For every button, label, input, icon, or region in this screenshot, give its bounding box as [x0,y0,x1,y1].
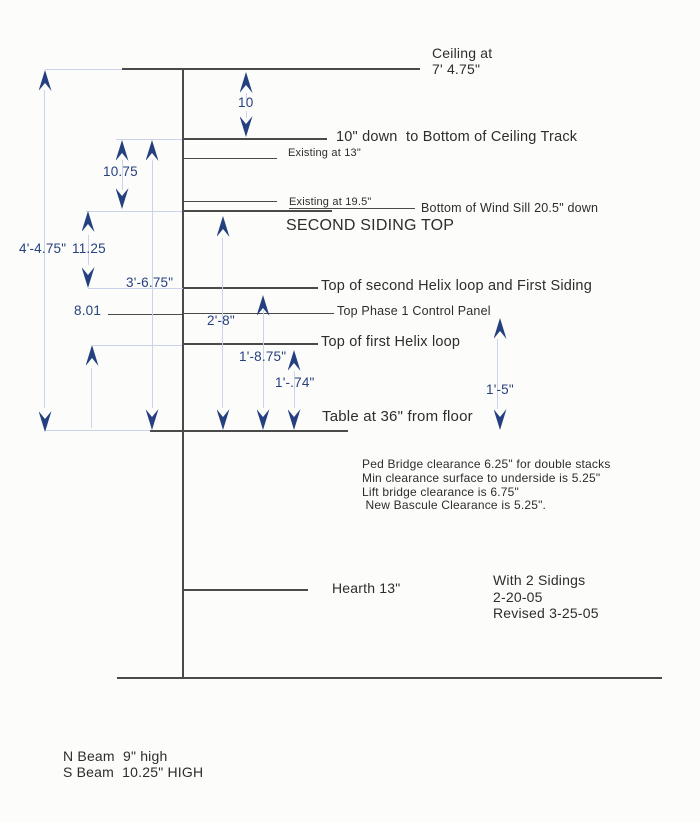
hearth-line [182,589,308,591]
existing-19-line [183,201,277,202]
arrow-28-top [216,216,230,237]
arrow-1125-bottom [81,267,95,288]
clearance-notes: Ped Bridge clearance 6.25" for double st… [362,457,611,513]
table-label: Table at 36" from floor [322,408,473,425]
guide-dim-15 [497,339,498,409]
dim-label-174: 1'-.74" [275,375,315,390]
guide-dim-174 [294,371,295,408]
first-helix-label: Top of first Helix loop [321,334,461,350]
arrow-15-top [493,318,507,339]
guide-dim-10-a [246,93,247,100]
guide-dim-801 [91,368,92,428]
arrow-15-bottom [493,409,507,430]
guide-dim-overall [44,90,45,408]
guide-dim-1125 [88,235,89,265]
dim-label-1875: 1'-8.75" [239,349,287,364]
table-line [150,430,348,432]
beam-notes: N Beam 9" high S Beam 10.25" HIGH [63,748,204,780]
guide-dim-3675 [152,160,153,408]
ceiling-track-label: 10" down to Bottom of Ceiling Track [336,129,578,145]
dim-label-3675: 3'-6.75" [126,275,174,290]
wind-sill-label: Bottom of Wind Sill 20.5" down [421,201,599,215]
guide-helix2-left [88,288,183,289]
dim-label-15: 1'-5" [486,382,514,397]
control-panel-label: Top Phase 1 Control Panel [337,304,491,318]
dim-label-overall: 4'-4.75" [19,241,67,256]
arrow-10-top [239,72,253,93]
ceiling-line [122,68,420,70]
dim-label-1075: 10.75 [103,164,138,179]
dim-8-01-leader-line [108,314,183,315]
arrow-overall-bottom [38,411,52,432]
dim-label-10: 10 [238,95,254,110]
second-siding-label: SECOND SIDING TOP [286,217,455,234]
guide-dim-10-b [246,111,247,118]
guide-dim-1075 [122,160,123,190]
ceiling-label: Ceiling at 7' 4.75" [432,45,493,77]
arrow-1875-bottom [256,409,270,430]
existing-13-line [183,158,277,159]
wind-sill-line [183,210,332,212]
arrow-174-top [287,350,301,371]
guide-table-left [45,430,150,431]
revision-block: With 2 Sidings 2-20-05 Revised 3-25-05 [493,572,599,621]
first-helix-line [183,343,318,345]
existing-13-label: Existing at 13" [288,147,361,159]
hearth-label: Hearth 13" [332,580,401,596]
guide-helix1-left [93,345,182,346]
dim-label-801: 8.01 [74,303,102,318]
guide-ceiling-left [45,69,122,70]
arrow-overall-top [38,70,52,91]
arrow-1075-top [115,140,129,161]
dim-label-28: 2'-8" [207,313,235,328]
guide-siding-left [86,211,182,212]
guide-dim-28 [222,238,223,408]
arrow-174-bottom [287,409,301,430]
wall-line [182,68,184,678]
arrow-1075-bottom [115,188,129,209]
floor-line [117,677,662,679]
second-helix-label: Top of second Helix loop and First Sidin… [321,278,592,294]
existing-19-label: Existing at 19.5" [289,196,372,208]
ceiling-track-line [183,138,327,140]
arrow-1125-top [81,211,95,232]
arrow-10-bottom [239,116,253,137]
arrow-28-bottom [216,409,230,430]
guide-track-left [116,139,182,140]
arrow-3675-top [145,140,159,161]
second-helix-line [183,287,318,289]
guide-dim-1875 [263,310,264,408]
wind-sill-leader-line [289,208,415,209]
arrow-801-bottom [85,345,99,366]
dim-label-1125: 11.25 [72,241,106,256]
arrow-3675-bottom [145,409,159,430]
